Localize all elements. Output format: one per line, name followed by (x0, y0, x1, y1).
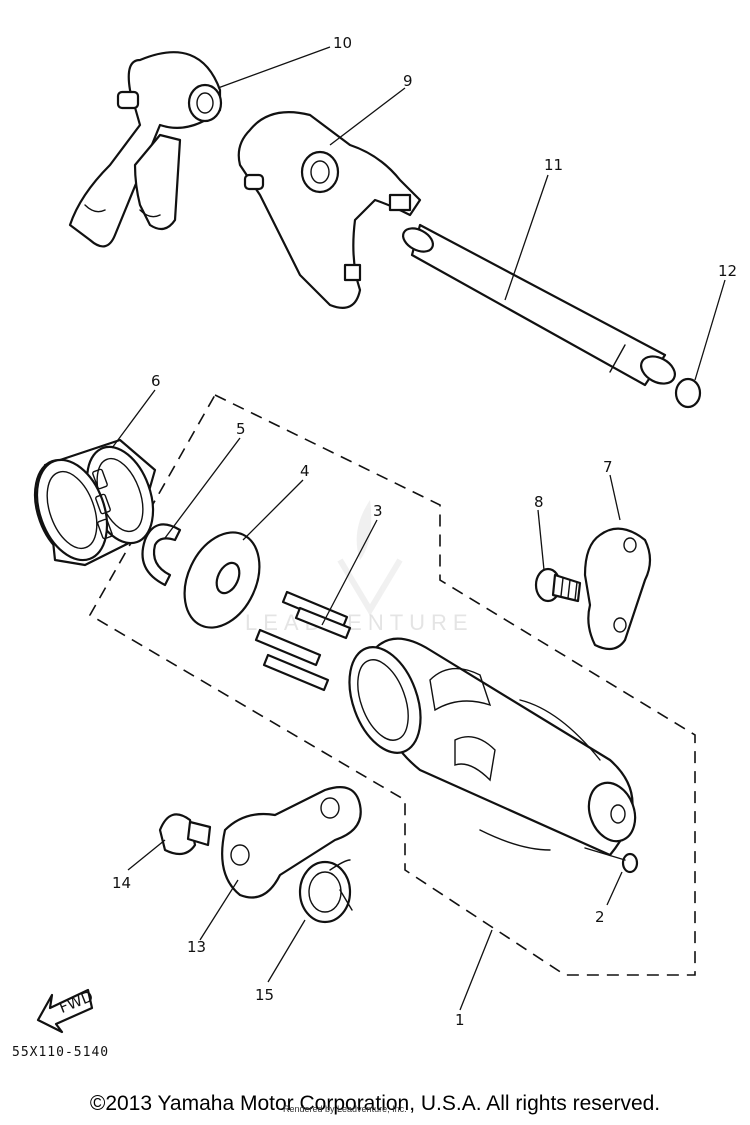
part-3-pins[interactable] (254, 590, 352, 692)
part-12-circlip[interactable] (674, 377, 702, 409)
assembly-boundary (88, 393, 696, 976)
callout-8: 8 (534, 493, 544, 511)
part-6-bearing[interactable] (22, 438, 165, 570)
rendered-by-notice: Rendered by Leadventure, Inc. (283, 1104, 407, 1114)
part-14-bolt[interactable] (158, 813, 212, 856)
part-7-stopper-plate[interactable] (583, 527, 652, 651)
callout-13: 13 (187, 938, 206, 956)
callout-10: 10 (333, 34, 352, 52)
callout-15: 15 (255, 986, 274, 1004)
part-1-shift-drum[interactable] (336, 637, 643, 857)
part-15-spring[interactable] (298, 859, 353, 924)
part-13-stopper-lever[interactable] (221, 786, 362, 899)
part-2-pin[interactable] (584, 847, 639, 874)
part-8-bolt[interactable] (534, 567, 582, 603)
drawing-code: 55X110-5140 (12, 1045, 110, 1060)
callout-14: 14 (112, 874, 131, 892)
callout-6: 6 (151, 372, 161, 390)
watermark-text: LEADVENTURE (245, 610, 474, 635)
fwd-arrow-icon: FWD (36, 987, 96, 1034)
callout-7: 7 (603, 458, 613, 476)
callout-1: 1 (455, 1011, 465, 1029)
callout-9: 9 (403, 72, 413, 90)
leader-lines (111, 46, 726, 1011)
copyright-notice: ©2013 Yamaha Motor Corporation, U.S.A. A… (89, 1092, 661, 1115)
callout-3: 3 (373, 502, 383, 520)
part-10-shift-fork[interactable] (68, 51, 223, 248)
part-11-guide-bar[interactable] (399, 223, 679, 389)
watermark-logo (337, 500, 403, 616)
callout-11: 11 (544, 156, 563, 174)
callout-5: 5 (236, 420, 246, 438)
callout-4: 4 (300, 462, 310, 480)
part-9-shift-fork[interactable] (237, 111, 422, 309)
part-4-washer[interactable] (170, 520, 274, 639)
part-5-circlip[interactable] (141, 523, 182, 587)
callout-2: 2 (595, 908, 605, 926)
callout-numbers: 10 9 11 12 6 5 4 3 7 8 14 13 15 2 1 (112, 34, 737, 1029)
callout-12: 12 (718, 262, 737, 280)
